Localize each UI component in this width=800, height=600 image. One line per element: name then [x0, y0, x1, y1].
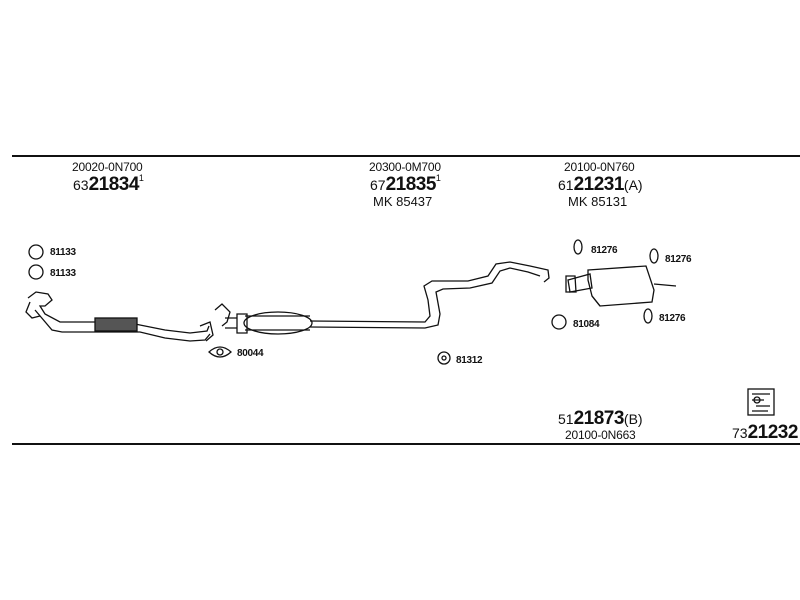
- part-number: 5121873(B): [558, 408, 643, 430]
- part-prefix: 51: [558, 411, 574, 427]
- part-suffix: (A): [623, 177, 643, 193]
- label-81276-b: 81276: [665, 254, 692, 265]
- hanger-81312: [437, 351, 451, 365]
- label-81133-b: 81133: [50, 268, 76, 279]
- part-number: 63218341: [73, 173, 144, 196]
- part-main: 21873: [573, 408, 625, 429]
- mk-number: MK 85131: [568, 194, 628, 209]
- part-main: 21231: [573, 174, 625, 195]
- part-prefix: 73: [732, 425, 748, 441]
- part-main: 21834: [88, 174, 140, 195]
- front-pipe: [27, 291, 210, 334]
- gasket-81133-a: [28, 244, 44, 260]
- label-81276-c: 81276: [659, 313, 686, 324]
- center-pipe-inlet: [214, 303, 231, 327]
- part-prefix: 63: [73, 177, 89, 193]
- flex-joint: [94, 317, 138, 332]
- part-main: 21835: [385, 174, 437, 195]
- part-suffix: (B): [623, 411, 643, 427]
- label-81312: 81312: [456, 355, 483, 366]
- part-suffix: 1: [138, 173, 144, 183]
- oem-number: 20020-0N700: [72, 160, 143, 174]
- gasket-80044: [208, 346, 232, 358]
- mk-number: MK 85437: [373, 194, 433, 209]
- part-suffix: 1: [435, 173, 441, 183]
- tail-pipe-section: [309, 261, 550, 323]
- top-rule: [12, 155, 800, 157]
- mounting-kit-icon: [747, 388, 775, 416]
- part-main: 21232: [747, 422, 799, 443]
- gasket-81084: [551, 314, 567, 330]
- label-81084: 81084: [573, 319, 600, 330]
- center-muffler: [243, 311, 313, 335]
- label-81276-a: 81276: [591, 245, 618, 256]
- bottom-rule: [12, 443, 800, 445]
- oem-number: 20100-0N760: [564, 160, 635, 174]
- rubber-81276-b: [649, 248, 659, 264]
- rubber-81276-a: [573, 239, 583, 255]
- part-prefix: 67: [370, 177, 386, 193]
- oem-number: 20300-0M700: [369, 160, 441, 174]
- gasket-81133-b: [28, 264, 44, 280]
- part-number: 6121231(A): [558, 174, 643, 196]
- label-81133-a: 81133: [50, 247, 76, 258]
- part-number: 67218351: [370, 173, 441, 196]
- oem-number: 20100-0N663: [565, 428, 636, 442]
- kit-number: 7321232: [732, 422, 798, 444]
- rubber-81276-c: [643, 308, 653, 324]
- label-80044: 80044: [237, 348, 264, 359]
- rear-muffler: [587, 265, 655, 307]
- part-prefix: 61: [558, 177, 574, 193]
